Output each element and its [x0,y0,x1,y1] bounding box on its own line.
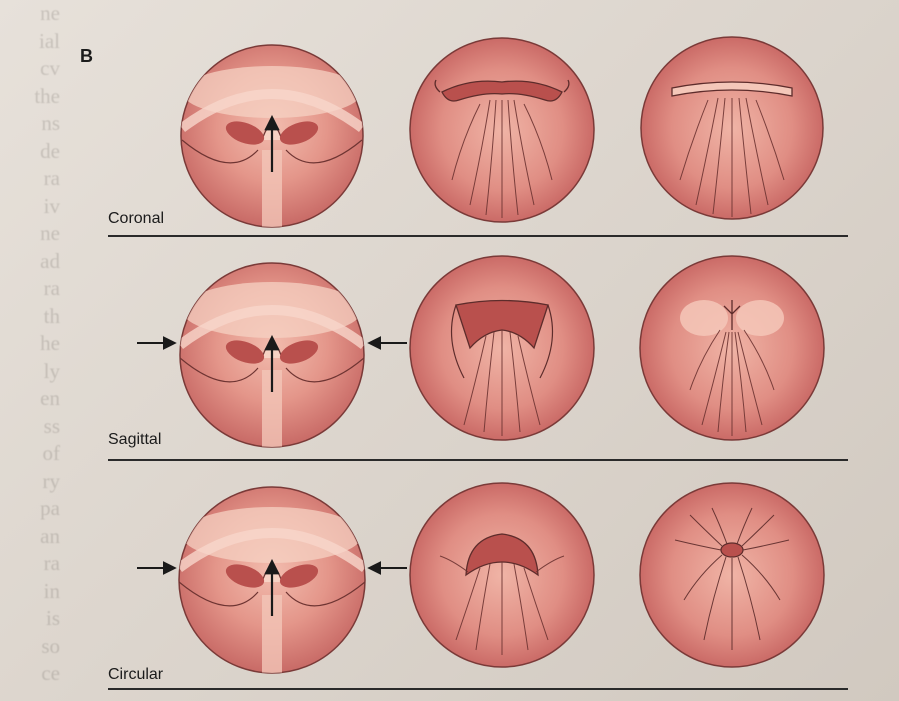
coronal-closed-circle [641,37,823,219]
row-label-coronal: Coronal [108,210,164,228]
circular-rest-circle [179,487,365,685]
row-divider [108,235,848,237]
row-label-circular: Circular [108,666,163,684]
coronal-rest-circle [181,45,363,240]
sagittal-closed-circle [640,256,824,440]
row-divider [108,688,848,690]
circular-partial-circle [410,483,594,667]
sagittal-rest-circle [180,263,364,460]
row-divider [108,459,848,461]
coronal-partial-circle [410,38,594,222]
circular-closed-circle [640,483,824,667]
sagittal-partial-circle [410,256,594,440]
row-label-sagittal: Sagittal [108,431,161,449]
